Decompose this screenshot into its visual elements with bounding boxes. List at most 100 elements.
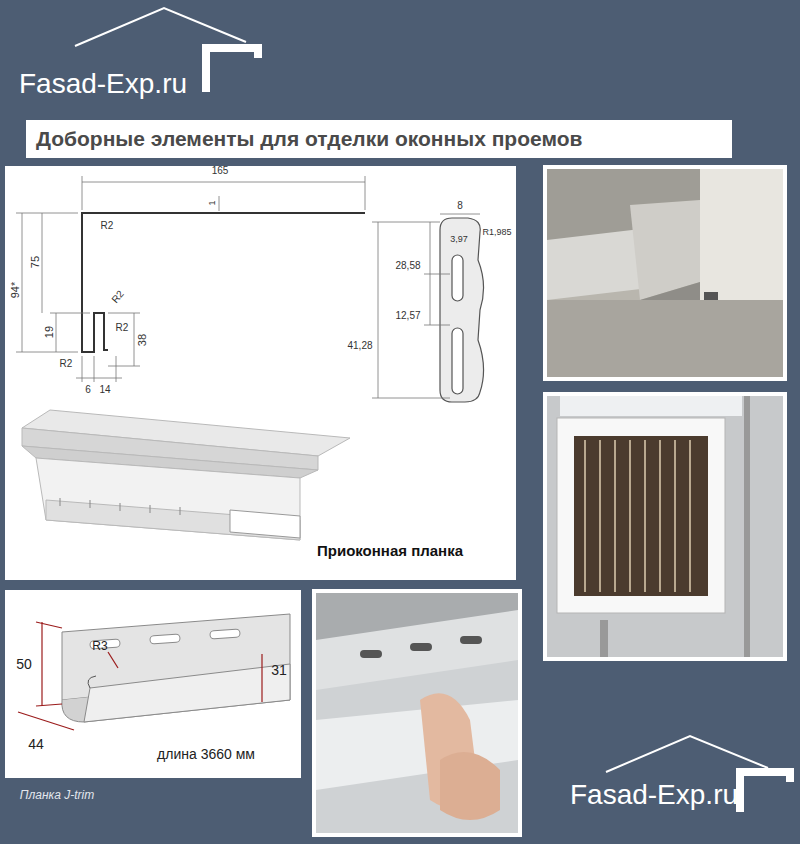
photo-window (547, 396, 783, 657)
dimension-label: 8 (457, 201, 463, 211)
page-title: Доборные элементы для отделки оконных пр… (36, 127, 582, 151)
radius-label: R2 (116, 323, 129, 333)
dimension-label: 50 (16, 657, 32, 671)
logo-roof (206, 48, 258, 92)
dimension-lines (42, 213, 43, 313)
photo-j-trim (410, 643, 432, 651)
logo-roof (75, 8, 246, 46)
nailing-strip (440, 218, 484, 402)
drawing-panel (5, 166, 516, 580)
trim-render (46, 500, 300, 540)
dimension-label: 44 (28, 737, 44, 751)
dimension-lines (82, 176, 83, 210)
photo-j-trim (316, 610, 518, 690)
j-trim-render (62, 614, 290, 722)
dimension-lines (36, 704, 62, 706)
profile-drawing (82, 213, 365, 352)
dimension-lines (372, 214, 480, 398)
photo-installation (630, 200, 700, 300)
dimension-lines (18, 712, 74, 730)
dimension-lines (16, 176, 365, 382)
nailing-strip (452, 328, 463, 394)
dimension-lines (108, 366, 140, 367)
dimension-lines (16, 213, 78, 214)
dimension-lines (108, 313, 140, 314)
photo-window (557, 418, 725, 613)
dimension-lines (108, 652, 118, 668)
dimension-lines (41, 622, 42, 706)
photo-window (585, 440, 690, 592)
photo-j-trim (316, 593, 518, 833)
j-trim-render (88, 676, 96, 688)
dimension-label: 94* (10, 282, 21, 299)
dimension-label: 38 (137, 334, 148, 346)
photo-j-trim (440, 752, 500, 820)
dimension-label: 1 (208, 200, 217, 205)
dimension-label: 12,57 (395, 311, 420, 321)
dimension-label: 31 (271, 663, 287, 677)
trim-render (230, 510, 300, 538)
dimension-lines (261, 654, 262, 702)
profile-drawing (82, 213, 365, 352)
nailing-strip (452, 255, 463, 301)
dimension-lines (36, 622, 62, 628)
dimension-label: 165 (212, 166, 229, 176)
photo-window (543, 392, 787, 661)
drawing-panel (5, 590, 301, 778)
photo-j-trim (360, 650, 382, 658)
photo-window (560, 396, 742, 416)
j-trim-render (84, 664, 290, 722)
photo-window (585, 440, 690, 592)
dimension-lines (372, 398, 450, 399)
radius-label: R1,985 (482, 228, 511, 237)
trim-render (22, 410, 350, 540)
radius-label: R2 (60, 359, 73, 369)
trim-render (120, 503, 121, 511)
photo-window (543, 392, 787, 661)
part-name: Приоконная планка (317, 543, 463, 558)
logo-roof (606, 736, 768, 772)
dimension-label: 19 (44, 326, 55, 338)
dimension-label: 6 (85, 385, 91, 395)
radius-label: R3 (92, 640, 107, 652)
logo-roof (740, 772, 790, 812)
photo-installation (547, 169, 783, 377)
logo-text: Fasad-Exp.ru (570, 781, 738, 809)
dimension-label: 28,58 (395, 261, 420, 271)
photo-window (744, 396, 750, 657)
dimension-lines (82, 182, 365, 183)
dimension-lines (365, 176, 366, 210)
photo-j-trim (312, 589, 522, 837)
dimension-label: 41,28 (347, 341, 372, 351)
photo-installation (543, 165, 787, 381)
title-band: Доборные элементы для отделки оконных пр… (26, 120, 732, 158)
trim-render (90, 500, 91, 508)
dimension-lines (430, 222, 431, 325)
dimension-lines (16, 352, 78, 353)
photo-installation (547, 300, 783, 377)
trim-render (180, 507, 181, 515)
radius-label: R2 (101, 221, 114, 231)
j-trim-render (210, 629, 240, 639)
photo-j-trim (460, 636, 482, 644)
dimension-lines (56, 313, 57, 352)
dimension-lines (440, 214, 480, 215)
nailing-strip (440, 218, 484, 402)
j-trim-render (150, 634, 180, 644)
length-label: длина 3660 мм (157, 747, 255, 761)
dimension-lines (424, 325, 450, 326)
dimension-label: 14 (99, 385, 110, 395)
caption-text: Планка J-trim (20, 789, 94, 801)
dimension-label: 3,97 (450, 235, 468, 244)
trim-render (150, 505, 151, 513)
trim-render (36, 458, 300, 540)
photo-j-trim (312, 589, 522, 837)
logo-text: Fasad-Exp.ru (19, 70, 187, 98)
dimension-lines (378, 222, 379, 398)
photo-window (574, 436, 708, 596)
trim-render (60, 498, 61, 506)
dimension-lines (134, 313, 135, 366)
photo-installation (543, 165, 787, 381)
dimension-lines (18, 622, 262, 730)
dimension-lines (424, 274, 450, 275)
